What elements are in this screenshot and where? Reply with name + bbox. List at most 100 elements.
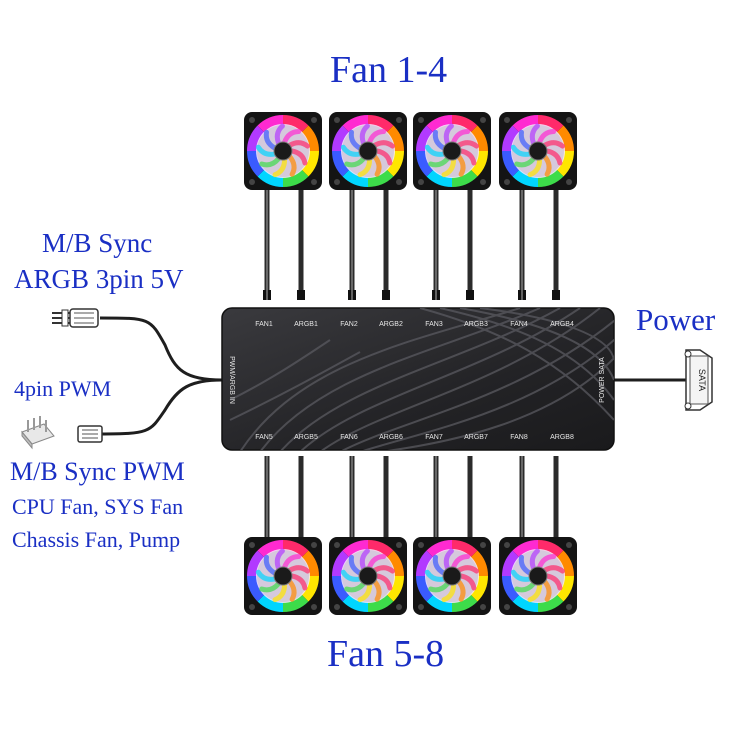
fan-hub-cap [358, 141, 378, 161]
fan-blade [451, 553, 471, 570]
cpu-sys-fan-label: CPU Fan, SYS Fan [12, 494, 184, 519]
fan-blade [424, 144, 447, 157]
fan-blade [432, 554, 447, 576]
fan-rgb-segment [556, 125, 574, 151]
fan-blade [458, 148, 477, 166]
hub-port-label: FAN3 [425, 321, 443, 328]
fan-cable [553, 456, 559, 545]
fan-rgb-segment [301, 550, 319, 576]
fan-5-8-title: Fan 5-8 [327, 633, 445, 675]
fan-screw-hole [396, 179, 402, 185]
fan-rgb-segment [416, 125, 434, 151]
rgb-fan [413, 537, 491, 615]
fan-blade [514, 581, 536, 593]
cable-plug [466, 290, 474, 300]
fan-screw-hole [249, 179, 255, 185]
hub-port-label: ARGB3 [464, 321, 488, 328]
fan-rgb-segment [538, 169, 564, 187]
rgb-fan [413, 112, 491, 190]
fan-rgb-segment [283, 540, 309, 558]
argb-3pin-plug-icon [52, 308, 99, 328]
fan-rgb-segment [538, 540, 564, 558]
fan-blade [428, 156, 450, 168]
fan-screw-hole [311, 604, 317, 610]
fan-blade [529, 548, 540, 571]
fan-screw-hole [566, 179, 572, 185]
fan-blade [348, 554, 363, 576]
fan-hub-cap [442, 566, 462, 586]
fan-blade [428, 581, 450, 593]
fan-screw-hole [418, 117, 424, 123]
fan-screw-hole [249, 604, 255, 610]
fan-screw-hole [504, 179, 510, 185]
fan-hub-cap [273, 141, 293, 161]
fan-screw-hole [418, 542, 424, 548]
cable-stripe [435, 456, 437, 545]
fan-blade [537, 553, 557, 570]
fan-blade [289, 148, 308, 166]
hub-port-label: FAN5 [255, 434, 273, 441]
hub-port-label: ARGB8 [550, 434, 574, 441]
fan-blade [340, 144, 363, 157]
fan-blade [374, 148, 393, 166]
fan-rgb-segment [416, 151, 434, 177]
fan-blade [272, 157, 288, 178]
fan-blade [374, 573, 393, 591]
cable-stripe [351, 190, 353, 300]
fan-rgb-segment [502, 125, 520, 151]
fan-blade [367, 553, 387, 570]
fan-blade [274, 548, 285, 571]
fan-rgb-segment [386, 151, 404, 177]
fan-rgb-segment [512, 115, 538, 133]
fan-screw-hole [334, 604, 340, 610]
fan-blade [367, 128, 387, 145]
fan-blade [432, 129, 447, 151]
fan-blade [443, 548, 454, 571]
fan-screw-hole [396, 604, 402, 610]
fan-blade [259, 581, 281, 593]
fan-screw-hole [249, 117, 255, 123]
fan-rgb-segment [470, 151, 488, 177]
fan-rgb-segment [342, 594, 368, 612]
top-fans [244, 112, 577, 190]
top-fan-cables [263, 190, 560, 300]
sata-connector-text: SATA [697, 369, 707, 391]
fan-blade [544, 148, 563, 166]
fan-rgb-segment [301, 151, 319, 177]
fan-screw-hole [418, 604, 424, 610]
fan-rgb-segment [283, 594, 309, 612]
cable-plug [297, 290, 305, 300]
fan-screw-hole [480, 179, 486, 185]
hub-port-label: ARGB7 [464, 434, 488, 441]
hub-port-label: FAN6 [340, 434, 358, 441]
fan-rgb-segment [426, 169, 452, 187]
fan-blade [542, 579, 552, 602]
fan-rgb-segment [342, 540, 368, 558]
fan-blade [359, 123, 370, 146]
fan-blade [340, 569, 363, 582]
fan-screw-hole [504, 117, 510, 123]
fan-blade [282, 553, 302, 570]
rgb-fan [499, 537, 577, 615]
fan-rgb-segment [470, 125, 488, 151]
fan-screw-hole [311, 542, 317, 548]
fan-rgb-segment [502, 576, 520, 602]
chassis-pump-label: Chassis Fan, Pump [12, 527, 181, 552]
fan-rgb-segment [426, 540, 452, 558]
fan-1-4-title: Fan 1-4 [330, 49, 448, 91]
fan-screw-hole [396, 542, 402, 548]
hub-port-label: ARGB5 [294, 434, 318, 441]
fan-rgb-segment [332, 151, 350, 177]
hub-port-label: FAN7 [425, 434, 443, 441]
pwm-header-icon [21, 416, 55, 450]
mb-sync-label: M/B Sync [42, 228, 153, 258]
fan-rgb-segment [386, 576, 404, 602]
fan-screw-hole [480, 542, 486, 548]
fan-cable [298, 190, 304, 300]
hub-power-label: POWER SATA [599, 357, 606, 403]
rgb-fan [499, 112, 577, 190]
cable-plug [552, 290, 560, 300]
rgb-fan [244, 537, 322, 615]
fan-hub-cap [442, 141, 462, 161]
